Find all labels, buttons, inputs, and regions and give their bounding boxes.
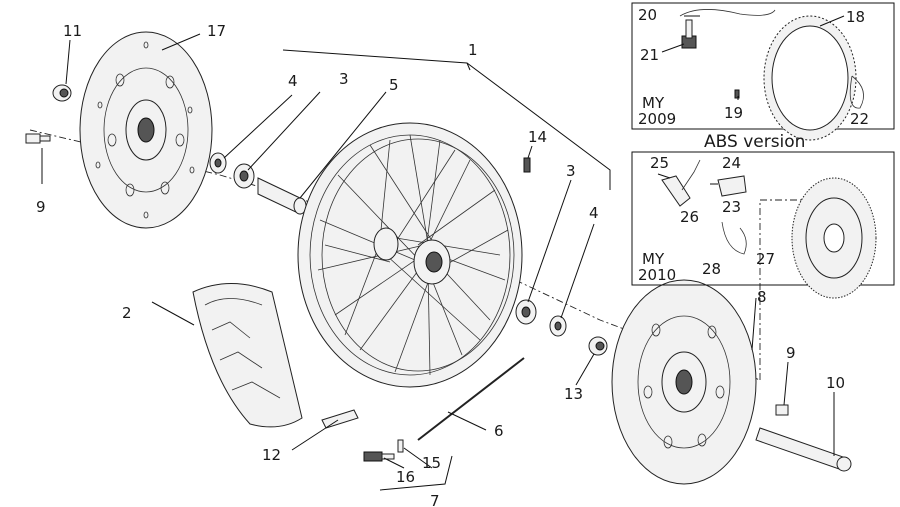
callout-25: 25 — [650, 154, 669, 172]
part-9-right-bolt — [775, 404, 789, 416]
callout-4-right: 4 — [589, 204, 599, 222]
leader-lines — [41, 33, 835, 491]
right-brake-disc — [611, 279, 757, 485]
box-2010-line2: 2010 — [638, 266, 676, 284]
box-2009-line1: MY — [642, 94, 665, 112]
callout-13: 13 — [564, 385, 583, 403]
part-9-left-bolt — [25, 133, 51, 144]
callout-2: 2 — [122, 304, 132, 322]
box-my-2009 — [631, 2, 895, 141]
part-11-cap — [52, 84, 72, 102]
box-2010-line1: MY — [642, 250, 665, 268]
callout-18: 18 — [846, 8, 865, 26]
callout-23: 23 — [722, 198, 741, 216]
callout-22: 22 — [850, 110, 869, 128]
callout-28: 28 — [702, 260, 721, 278]
callout-9-right: 9 — [786, 344, 796, 362]
part-16-valve — [363, 451, 395, 462]
callout-11: 11 — [63, 22, 82, 40]
callout-20: 20 — [638, 6, 657, 24]
callout-15: 15 — [422, 454, 441, 472]
callout-9-left: 9 — [36, 198, 46, 216]
callout-26: 26 — [680, 208, 699, 226]
part-3-right-bearing — [515, 299, 537, 325]
wheel-assembly — [297, 122, 523, 388]
callout-14: 14 — [528, 128, 547, 146]
box-my-2010 — [631, 151, 895, 299]
box-2009-line2: 2009 — [638, 110, 676, 128]
part-12-weight — [321, 409, 359, 429]
callout-7: 7 — [430, 492, 440, 507]
part-3-left-bearing — [233, 163, 255, 189]
callout-21: 21 — [640, 46, 659, 64]
callout-3-right: 3 — [566, 162, 576, 180]
callout-4-left: 4 — [288, 72, 298, 90]
callout-8: 8 — [757, 288, 767, 306]
part-10-axle — [755, 427, 852, 472]
part-5-spacer — [257, 177, 307, 215]
part-14-screw — [523, 157, 531, 173]
abs-version-label: ABS version — [704, 132, 805, 152]
part-13-spacer — [588, 336, 608, 356]
abs-centerline — [759, 199, 820, 380]
callout-24: 24 — [722, 154, 741, 172]
part-4-right-seal — [549, 315, 567, 337]
callout-5: 5 — [389, 76, 399, 94]
callout-1: 1 — [468, 41, 478, 59]
left-brake-disc — [79, 31, 213, 229]
callout-3-left: 3 — [339, 70, 349, 88]
callout-27: 27 — [756, 250, 775, 268]
part-15-valve-core — [397, 439, 404, 453]
callout-16: 16 — [396, 468, 415, 486]
callout-19: 19 — [724, 104, 743, 122]
callout-10: 10 — [826, 374, 845, 392]
callout-17: 17 — [207, 22, 226, 40]
callout-12: 12 — [262, 446, 281, 464]
callout-6: 6 — [494, 422, 504, 440]
part-6-spoke — [417, 357, 525, 441]
callout-labels: 1 2 3 3 4 4 5 6 7 8 9 9 10 11 12 13 14 1… — [36, 6, 869, 507]
part-4-left-seal — [209, 152, 227, 174]
tyre-section — [192, 283, 303, 428]
